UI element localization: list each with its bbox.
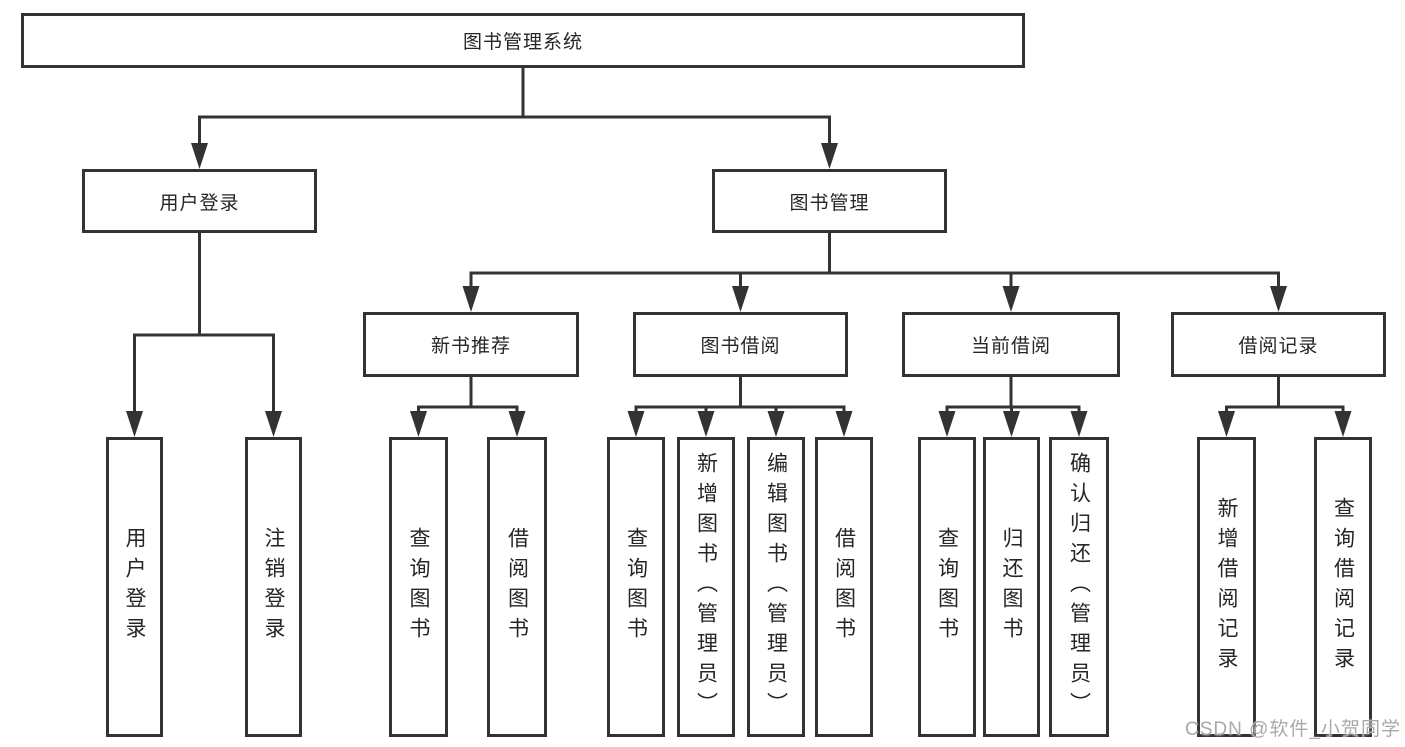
arrowhead [462,286,480,312]
node-label: 用户登录 [159,192,240,214]
arrowhead [1270,286,1287,312]
node-logout: 注销登录 [245,437,302,737]
node-query-books-recommend: 查询图书 [389,437,448,737]
arrowhead [508,411,526,437]
node-label: 借阅图书 [505,527,529,647]
node-label: 编辑图书（管理员） [764,452,788,722]
arrowhead [627,411,645,437]
arrowhead [821,143,838,169]
node-book-management: 图书管理 [712,169,947,233]
node-borrow-books: 借阅图书 [815,437,873,737]
node-label: 图书管理 [789,192,870,214]
node-add-borrow-record: 新增借阅记录 [1197,437,1256,737]
node-return-books: 归还图书 [983,437,1040,737]
node-label: 确认归还（管理员） [1067,452,1091,722]
node-label: 图书管理系统 [462,32,583,53]
node-query-borrow-record: 查询借阅记录 [1314,437,1372,737]
node-label: 新书推荐 [430,336,511,357]
node-query-books-borrowing: 查询图书 [607,437,665,737]
arrowhead [191,143,208,169]
arrowhead [1002,286,1020,312]
arrowhead [126,411,143,437]
node-label: 借阅记录 [1238,336,1319,357]
node-current-borrowing: 当前借阅 [902,312,1120,377]
node-label: 当前借阅 [970,336,1051,357]
arrowhead [697,411,715,437]
node-query-books-current: 查询图书 [918,437,976,737]
node-new-book-recommendation: 新书推荐 [363,312,579,377]
node-user-login: 用户登录 [82,169,317,233]
node-label: 注销登录 [262,527,285,647]
node-label: 借阅图书 [832,527,856,647]
node-label: 查询图书 [407,527,430,647]
node-library-management-system: 图书管理系统 [21,13,1025,68]
arrowhead [410,411,427,437]
node-confirm-return-admin: 确认归还（管理员） [1049,437,1109,737]
node-label: 图书借阅 [700,336,781,357]
arrowhead [938,411,956,437]
arrowhead [732,286,749,312]
node-borrow-books-recommend: 借阅图书 [487,437,547,737]
node-label: 新增图书（管理员） [694,452,718,722]
node-label: 新增借阅记录 [1215,497,1238,677]
csdn-watermark: CSDN @软件_小贺同学 [1185,719,1401,740]
arrowhead [1003,411,1020,437]
node-label: 归还图书 [1000,527,1023,647]
arrowhead [1334,411,1352,437]
node-label: 查询图书 [935,527,959,647]
arrowhead [1070,411,1088,437]
node-borrowing-records: 借阅记录 [1171,312,1386,377]
node-add-books-admin: 新增图书（管理员） [677,437,735,737]
arrowhead [767,411,785,437]
arrowhead [265,411,282,437]
arrowhead [835,411,853,437]
node-user-login-leaf: 用户登录 [106,437,163,737]
node-book-borrowing: 图书借阅 [633,312,848,377]
node-label: 查询图书 [624,527,648,647]
node-label: 用户登录 [123,527,146,647]
node-label: 查询借阅记录 [1331,497,1355,677]
node-edit-books-admin: 编辑图书（管理员） [747,437,805,737]
arrowhead [1218,411,1235,437]
